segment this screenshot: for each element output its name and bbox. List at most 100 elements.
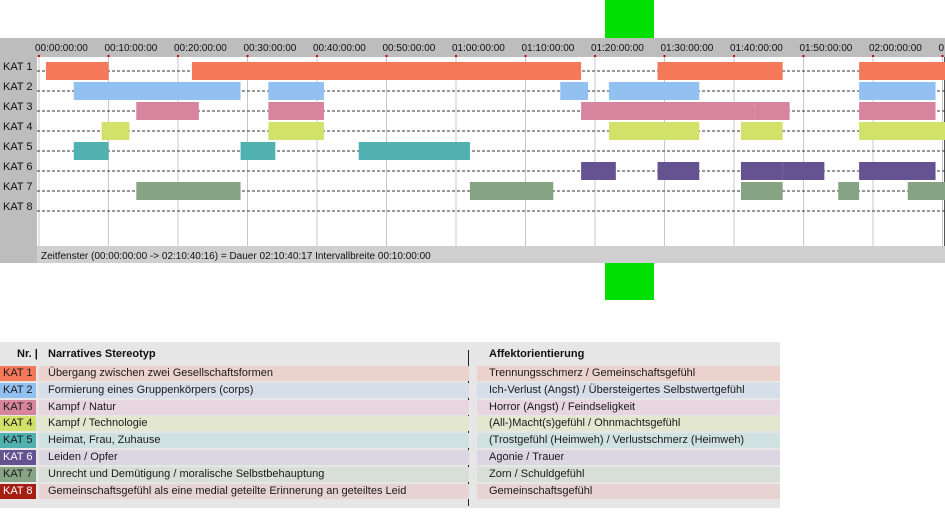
segment-kat-7 xyxy=(907,182,945,200)
status-text: Zeitfenster (00:00:00:00 -> 02:10:40:16)… xyxy=(41,251,431,262)
tick-label: 01:40:00:00 xyxy=(730,43,783,54)
affect-cell: Gemeinschaftsgefühl xyxy=(477,483,780,499)
category-badge: KAT 8 xyxy=(0,483,36,499)
tick-label: 00:50:00:00 xyxy=(383,43,436,54)
segment-kat-3 xyxy=(136,102,199,120)
segment-kat-3 xyxy=(754,102,790,120)
segment-kat-3 xyxy=(859,102,936,120)
row-label: KAT 7 xyxy=(3,181,33,193)
stereotype-cell: Kampf / Technologie xyxy=(39,416,469,432)
tick-label: 01:30:00:00 xyxy=(661,43,714,54)
green-marker-bottom xyxy=(605,263,654,300)
affect-cell: (All-)Macht(s)gefühl / Ohnmachtsgefühl xyxy=(477,416,780,432)
tick-mark xyxy=(385,55,388,57)
segment-kat-3 xyxy=(581,102,755,120)
segment-kat-1 xyxy=(45,62,109,80)
segment-kat-4 xyxy=(740,122,783,140)
segment-kat-1 xyxy=(859,62,945,80)
row-label: KAT 4 xyxy=(3,121,33,133)
category-badge: KAT 2 xyxy=(0,382,36,398)
tick-mark xyxy=(177,55,179,57)
segment-kat-5 xyxy=(358,142,470,160)
timecode-ruler xyxy=(0,38,945,57)
affect-cell: Zorn / Schuldgefühl xyxy=(477,466,780,482)
tick-label: 00:20:00:00 xyxy=(174,43,227,54)
segment-kat-4 xyxy=(101,122,130,140)
row-label: KAT 5 xyxy=(3,141,33,153)
segment-kat-2 xyxy=(859,82,936,100)
segment-kat-6 xyxy=(740,162,783,180)
segment-kat-4 xyxy=(859,122,945,140)
segment-kat-7 xyxy=(740,182,783,200)
affect-cell: Horror (Angst) / Feindseligkeit xyxy=(477,399,780,415)
affect-cell: (Trostgefühl (Heimweh) / Verlustschmerz … xyxy=(477,433,780,449)
header-affect: Affektorientierung xyxy=(489,348,585,360)
stereotype-cell: Gemeinschaftsgefühl als eine medial gete… xyxy=(39,483,469,499)
tick-mark xyxy=(107,55,110,57)
affect-cell: Ich-Verlust (Angst) / Übersteigertes Sel… xyxy=(477,382,780,398)
tick-label: 00:00:00:00 xyxy=(35,43,88,54)
tick-mark xyxy=(941,55,944,57)
category-badge: KAT 7 xyxy=(0,466,36,482)
tick-mark xyxy=(246,55,249,57)
tick-mark xyxy=(663,55,666,57)
tick-label: 01:00:00:00 xyxy=(452,43,505,54)
affect-cell: Agonie / Trauer xyxy=(477,450,780,465)
tick-mark xyxy=(872,55,874,57)
segment-kat-6 xyxy=(657,162,700,180)
segment-kat-7 xyxy=(136,182,241,200)
segment-kat-2 xyxy=(560,82,589,100)
category-badge: KAT 5 xyxy=(0,433,36,449)
tick-label: 01:10:00:00 xyxy=(522,43,575,54)
segment-kat-7 xyxy=(838,182,860,200)
stereotype-cell: Heimat, Frau, Zuhause xyxy=(39,433,469,449)
segment-kat-6 xyxy=(782,162,825,180)
tick-label: 01:20:00:00 xyxy=(591,43,644,54)
row-label: KAT 6 xyxy=(3,161,33,173)
segment-kat-6 xyxy=(859,162,936,180)
segment-kat-2 xyxy=(268,82,324,100)
row-label: KAT 2 xyxy=(3,81,33,93)
tick-label: 01:50:00:00 xyxy=(800,43,853,54)
header-nr: Nr. | xyxy=(17,348,38,360)
segment-kat-6 xyxy=(581,162,616,180)
tick-mark xyxy=(316,55,318,57)
segment-kat-3 xyxy=(268,102,324,120)
tick-label: 02:00:00:00 xyxy=(869,43,922,54)
stereotype-cell: Unrecht und Demütigung / moralische Selb… xyxy=(39,466,469,482)
category-badge: KAT 3 xyxy=(0,399,36,415)
row-label: KAT 3 xyxy=(3,101,33,113)
segment-kat-4 xyxy=(268,122,324,140)
segment-kat-1 xyxy=(657,62,783,80)
stereotype-cell: Kampf / Natur xyxy=(39,399,469,415)
tick-mark xyxy=(524,55,527,57)
tick-mark xyxy=(455,55,457,57)
segment-kat-2 xyxy=(73,82,241,100)
segment-kat-4 xyxy=(608,122,700,140)
segment-kat-5 xyxy=(240,142,276,160)
category-badge: KAT 4 xyxy=(0,416,36,432)
tick-label: 0 xyxy=(939,43,945,54)
segment-kat-5 xyxy=(73,142,109,160)
status-bar xyxy=(37,246,945,263)
row-label: KAT 1 xyxy=(3,61,33,73)
row-label: KAT 8 xyxy=(3,201,33,213)
stereotype-cell: Leiden / Opfer xyxy=(39,450,469,465)
tick-mark xyxy=(38,55,40,57)
tick-label: 00:10:00:00 xyxy=(105,43,158,54)
segment-kat-7 xyxy=(469,182,554,200)
tick-label: 00:30:00:00 xyxy=(244,43,297,54)
tick-mark xyxy=(733,55,735,57)
timeline-chart[interactable]: 00:00:00:00 00:10:00:00 00:20:00:00 00:30:0… xyxy=(0,38,945,263)
affect-cell: Trennungsschmerz / Gemeinschaftsgefühl xyxy=(477,366,780,381)
tick-label: 00:40:00:00 xyxy=(313,43,366,54)
segment-kat-2 xyxy=(608,82,700,100)
header-stereotype: Narratives Stereotyp xyxy=(48,348,156,360)
